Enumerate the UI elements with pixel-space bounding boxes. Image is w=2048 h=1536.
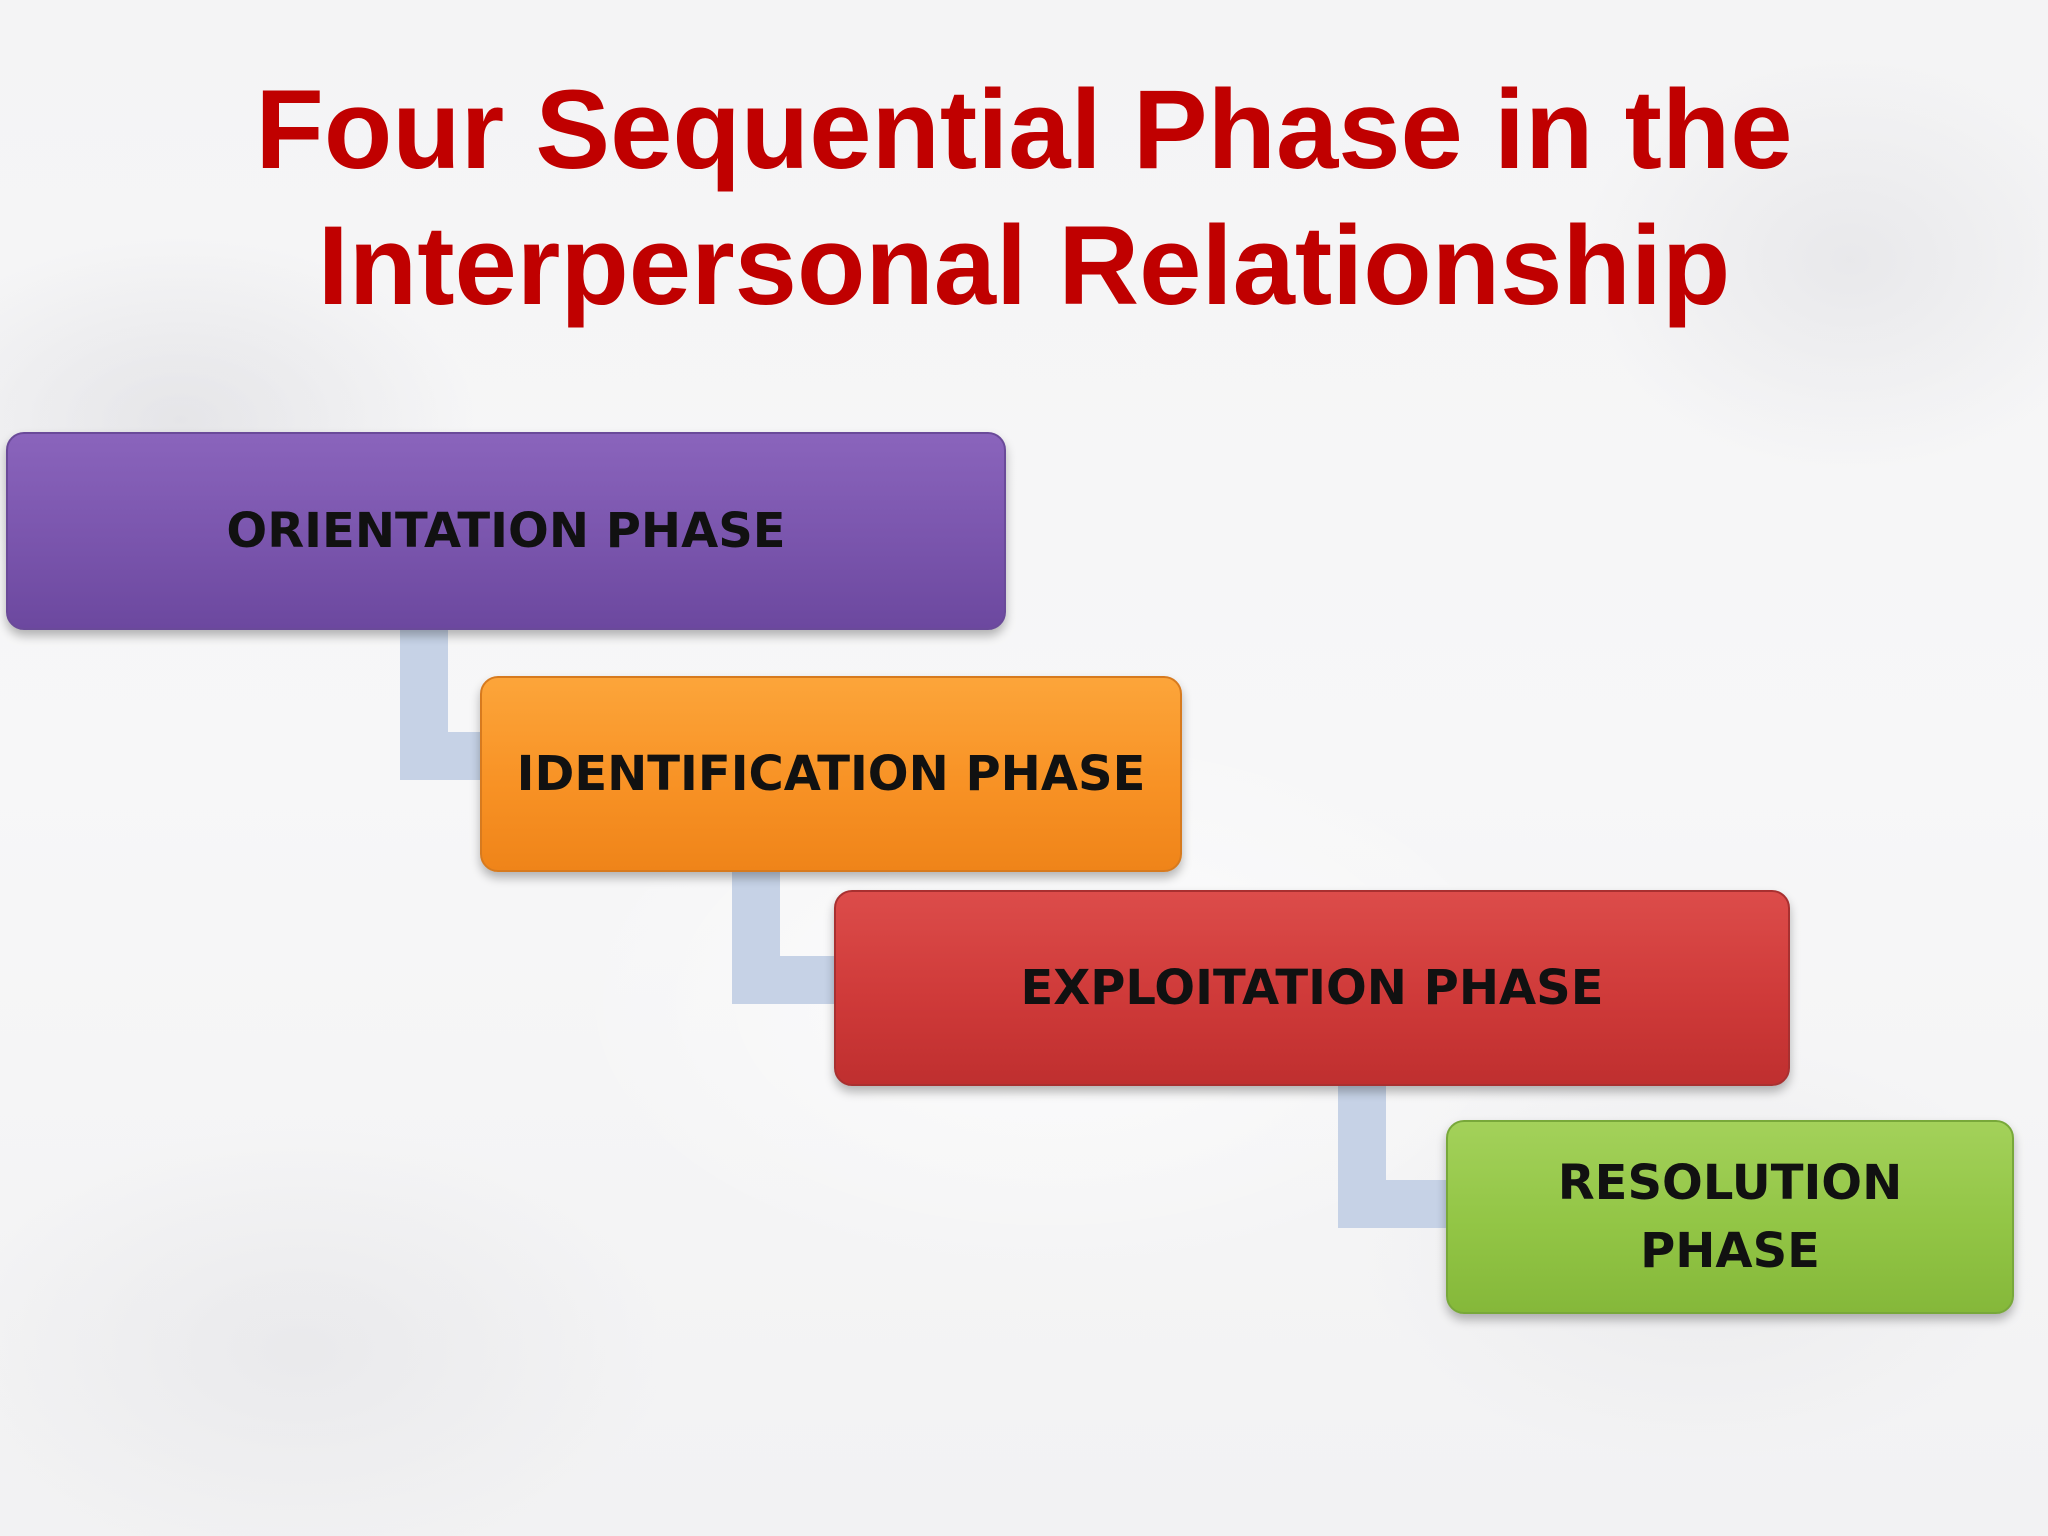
- slide-title: Four Sequential Phase in the Interperson…: [0, 62, 2048, 334]
- exploitation-phase-box: EXPLOITATION PHASE: [834, 890, 1790, 1086]
- phase-label-exploitation: EXPLOITATION PHASE: [1020, 960, 1604, 1016]
- resolution-phase-box: RESOLUTION PHASE: [1446, 1120, 2014, 1314]
- connector-2-horizontal: [732, 956, 838, 1004]
- phase-label-identification: IDENTIFICATION PHASE: [516, 746, 1146, 802]
- phase-label-resolution: RESOLUTION PHASE: [1557, 1155, 1903, 1279]
- title-line-2: Interpersonal Relationship: [317, 203, 1731, 328]
- connector-3-horizontal: [1338, 1180, 1450, 1228]
- title-line-1: Four Sequential Phase in the: [255, 67, 1793, 192]
- identification-phase-box: IDENTIFICATION PHASE: [480, 676, 1182, 872]
- orientation-phase-box: ORIENTATION PHASE: [6, 432, 1006, 630]
- connector-1-horizontal: [400, 732, 484, 780]
- phase-label-orientation: ORIENTATION PHASE: [226, 503, 786, 559]
